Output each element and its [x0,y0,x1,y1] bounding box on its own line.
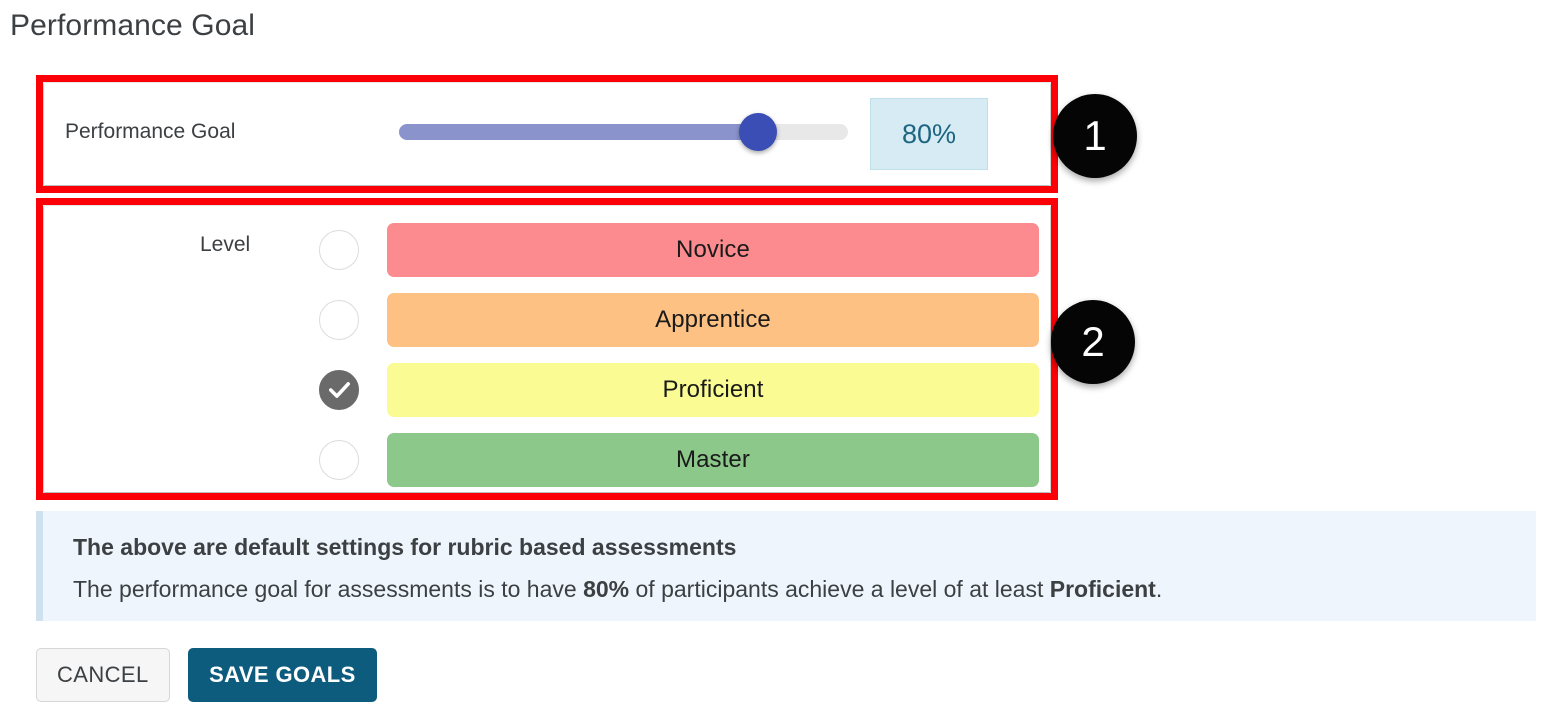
level-option-proficient[interactable]: Proficient [319,360,1039,420]
level-bar-apprentice[interactable]: Apprentice [387,293,1039,347]
performance-goal-card: Performance Goal 80% [44,83,1050,185]
radio-apprentice[interactable] [319,300,359,340]
level-bar-master[interactable]: Master [387,433,1039,487]
save-goals-button[interactable]: SAVE GOALS [188,648,377,702]
radio-proficient[interactable] [319,370,359,410]
info-body-percent: 80% [583,576,630,602]
radio-master[interactable] [319,440,359,480]
check-icon [329,382,350,398]
info-heading: The above are default settings for rubri… [73,534,737,560]
performance-goal-slider[interactable] [399,113,848,151]
annotation-badge-2: 2 [1051,300,1135,384]
level-option-apprentice[interactable]: Apprentice [319,290,1039,350]
slider-track-fill [399,124,759,140]
level-card: Level Novice Apprentice Proficient Maste… [44,206,1050,492]
level-option-novice[interactable]: Novice [319,220,1039,280]
slider-thumb[interactable] [739,113,778,151]
info-panel: The above are default settings for rubri… [36,511,1536,621]
level-bar-novice[interactable]: Novice [387,223,1039,277]
info-body-level: Proficient [1049,576,1156,602]
level-bar-proficient[interactable]: Proficient [387,363,1039,417]
cancel-button[interactable]: CANCEL [36,648,170,702]
info-body-prefix: The performance goal for assessments is … [73,576,584,602]
performance-goal-row: Performance Goal 80% [44,83,1050,185]
level-label: Level [200,233,251,256]
annotation-badge-1: 1 [1053,94,1137,178]
level-option-list: Novice Apprentice Proficient Master [319,220,1039,490]
info-body: The performance goal for assessments is … [73,568,1536,610]
level-option-master[interactable]: Master [319,430,1039,490]
info-body-suffix: . [1155,576,1163,602]
page-title: Performance Goal [10,9,256,42]
info-body-middle: of participants achieve a level of at le… [629,576,1050,602]
performance-goal-label: Performance Goal [65,120,236,143]
percent-value-box[interactable]: 80% [870,98,988,170]
radio-novice[interactable] [319,230,359,270]
action-bar: CANCEL SAVE GOALS [36,648,377,702]
